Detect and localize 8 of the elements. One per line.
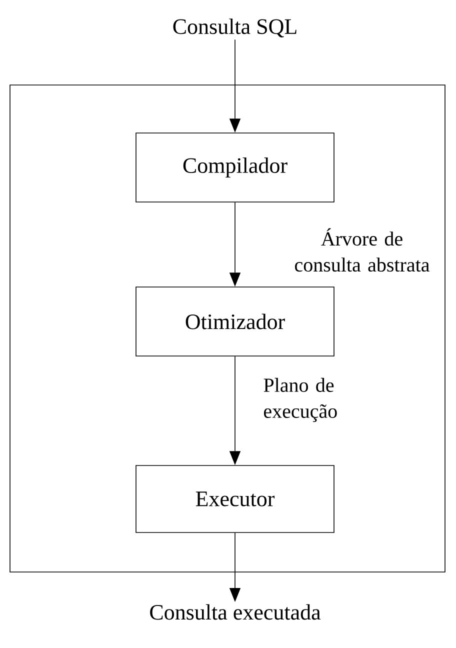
flow-text: Consulta executada: [150, 604, 321, 620]
system-frame: [10, 84, 446, 572]
process-box: Executor: [136, 465, 334, 533]
edge-label: Plano de execução: [264, 378, 337, 422]
flow-text: Consulta SQL: [173, 18, 296, 38]
edge-label: Árvore de consulta abstrata: [295, 228, 430, 272]
process-box: Otimizador: [136, 286, 334, 356]
process-box: Compilador: [136, 132, 334, 202]
